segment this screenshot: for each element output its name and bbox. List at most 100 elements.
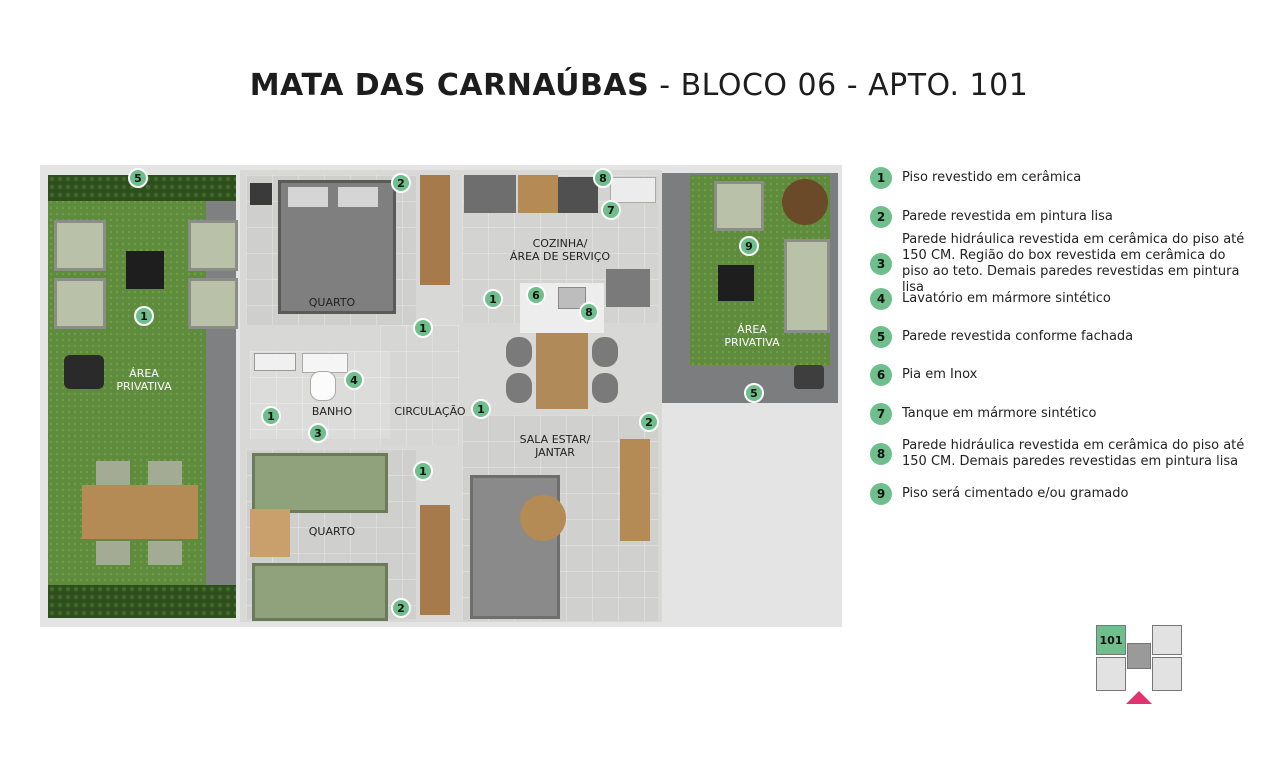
legend-number: 7 xyxy=(870,403,892,425)
dining-chair xyxy=(506,373,532,403)
chair xyxy=(96,461,130,485)
legend-item: 2 Parede revestida em pintura lisa xyxy=(870,206,1250,228)
dining-chair xyxy=(592,373,618,403)
armchair xyxy=(54,220,106,271)
legend-item: 5 Parede revestida conforme fachada xyxy=(870,326,1250,348)
washbasin xyxy=(302,353,348,373)
legend-item: 1 Piso revestido em cerâmica xyxy=(870,167,1250,189)
marker-badge: 8 xyxy=(579,302,599,322)
single-bed xyxy=(252,563,388,621)
marker-badge: 3 xyxy=(308,423,328,443)
legend-item: 6 Pia em Inox xyxy=(870,364,1250,386)
legend-number: 8 xyxy=(870,443,892,465)
cooktop xyxy=(558,177,598,213)
pillow xyxy=(288,187,328,207)
marker-badge: 8 xyxy=(593,168,613,188)
label-sala: SALA ESTAR/ JANTAR xyxy=(519,433,591,459)
coffee-table xyxy=(520,495,566,541)
key-plan-core xyxy=(1127,643,1151,669)
marker-badge: 4 xyxy=(344,370,364,390)
armchair xyxy=(714,181,764,231)
title-unit: - BLOCO 06 - APTO. 101 xyxy=(649,68,1029,103)
marker-badge: 1 xyxy=(413,461,433,481)
label-area-privativa-left: ÁREA PRIVATIVA xyxy=(116,367,172,393)
armchair xyxy=(188,220,238,271)
plant xyxy=(782,179,828,225)
dining-chair xyxy=(592,337,618,367)
legend-item: 9 Piso será cimentado e/ou gramado xyxy=(870,483,1250,505)
chair xyxy=(148,541,182,565)
legend-item: 8 Parede hidráulica revestida em cerâmic… xyxy=(870,438,1250,470)
counter xyxy=(518,175,558,213)
legend-text: Lavatório em mármore sintético xyxy=(902,291,1111,306)
circulation-floor xyxy=(380,325,460,445)
marker-badge: 1 xyxy=(413,318,433,338)
legend-text: Piso será cimentado e/ou gramado xyxy=(902,486,1129,501)
marker-badge: 2 xyxy=(391,598,411,618)
legend-number: 2 xyxy=(870,206,892,228)
dining-chair xyxy=(506,337,532,367)
marker-badge: 1 xyxy=(134,306,154,326)
title-project: MATA DAS CARNAÚBAS xyxy=(249,68,650,103)
laundry-tank xyxy=(610,177,656,203)
dining-table xyxy=(82,485,198,539)
label-cozinha: COZINHA/ ÁREA DE SERVIÇO xyxy=(509,237,611,263)
marker-badge: 9 xyxy=(739,236,759,256)
legend-number: 9 xyxy=(870,483,892,505)
legend-item: 4 Lavatório em mármore sintético xyxy=(870,288,1250,310)
legend-text: Parede revestida em pintura lisa xyxy=(902,209,1113,224)
shower-box xyxy=(254,353,296,371)
legend-item: 7 Tanque em mármore sintético xyxy=(870,403,1250,425)
single-bed xyxy=(252,453,388,513)
dining-table xyxy=(536,333,588,409)
toilet xyxy=(310,371,336,401)
legend-text: Parede hidráulica revestida em cerâmica … xyxy=(902,232,1245,295)
label-circulacao: CIRCULAÇÃO xyxy=(394,405,466,418)
loveseat xyxy=(784,239,830,333)
coffee-table xyxy=(718,265,754,301)
marker-badge: 5 xyxy=(744,383,764,403)
marker-badge: 6 xyxy=(526,285,546,305)
marker-badge: 1 xyxy=(261,406,281,426)
washing-machine xyxy=(606,269,650,307)
marker-badge: 5 xyxy=(128,168,148,188)
chair xyxy=(148,461,182,485)
steel-sink xyxy=(558,287,586,309)
chair xyxy=(96,541,130,565)
marker-badge: 2 xyxy=(639,412,659,432)
nightstand xyxy=(250,183,272,205)
legend-text: Parede revestida conforme fachada xyxy=(902,329,1134,344)
entrance-marker-icon xyxy=(1126,691,1152,704)
key-plan-unit: 101 xyxy=(1096,625,1126,655)
ac-unit xyxy=(794,365,824,389)
legend-number: 6 xyxy=(870,364,892,386)
wardrobe xyxy=(420,505,450,615)
legend-number: 4 xyxy=(870,288,892,310)
marker-badge: 1 xyxy=(471,399,491,419)
key-plan: 101 xyxy=(1096,625,1184,705)
legend-text: Parede hidráulica revestida em cerâmica … xyxy=(902,438,1245,469)
key-plan-block xyxy=(1096,657,1126,691)
legend-number: 5 xyxy=(870,326,892,348)
desk xyxy=(250,509,290,557)
legend-number: 1 xyxy=(870,167,892,189)
floor-plan: ÁREA PRIVATIVA QUARTO COZINHA/ ÁREA DE S… xyxy=(40,165,842,627)
coffee-table xyxy=(126,251,164,289)
page-title: MATA DAS CARNAÚBAS - BLOCO 06 - APTO. 10… xyxy=(0,68,1278,103)
armchair xyxy=(188,278,238,329)
label-banho: BANHO xyxy=(311,405,353,418)
armchair xyxy=(54,278,106,329)
pillow xyxy=(338,187,378,207)
key-plan-block xyxy=(1152,657,1182,691)
wardrobe xyxy=(420,175,450,285)
barbecue-grill xyxy=(64,355,104,389)
label-quarto-bottom: QUARTO xyxy=(308,525,356,538)
label-quarto-top: QUARTO xyxy=(308,296,356,309)
key-plan-block xyxy=(1152,625,1182,655)
left-bottom-hedge xyxy=(48,585,236,618)
marker-badge: 7 xyxy=(601,200,621,220)
legend-text: Piso revestido em cerâmica xyxy=(902,170,1082,185)
marker-badge: 2 xyxy=(391,173,411,193)
tv-console xyxy=(620,439,650,541)
marker-badge: 1 xyxy=(483,289,503,309)
